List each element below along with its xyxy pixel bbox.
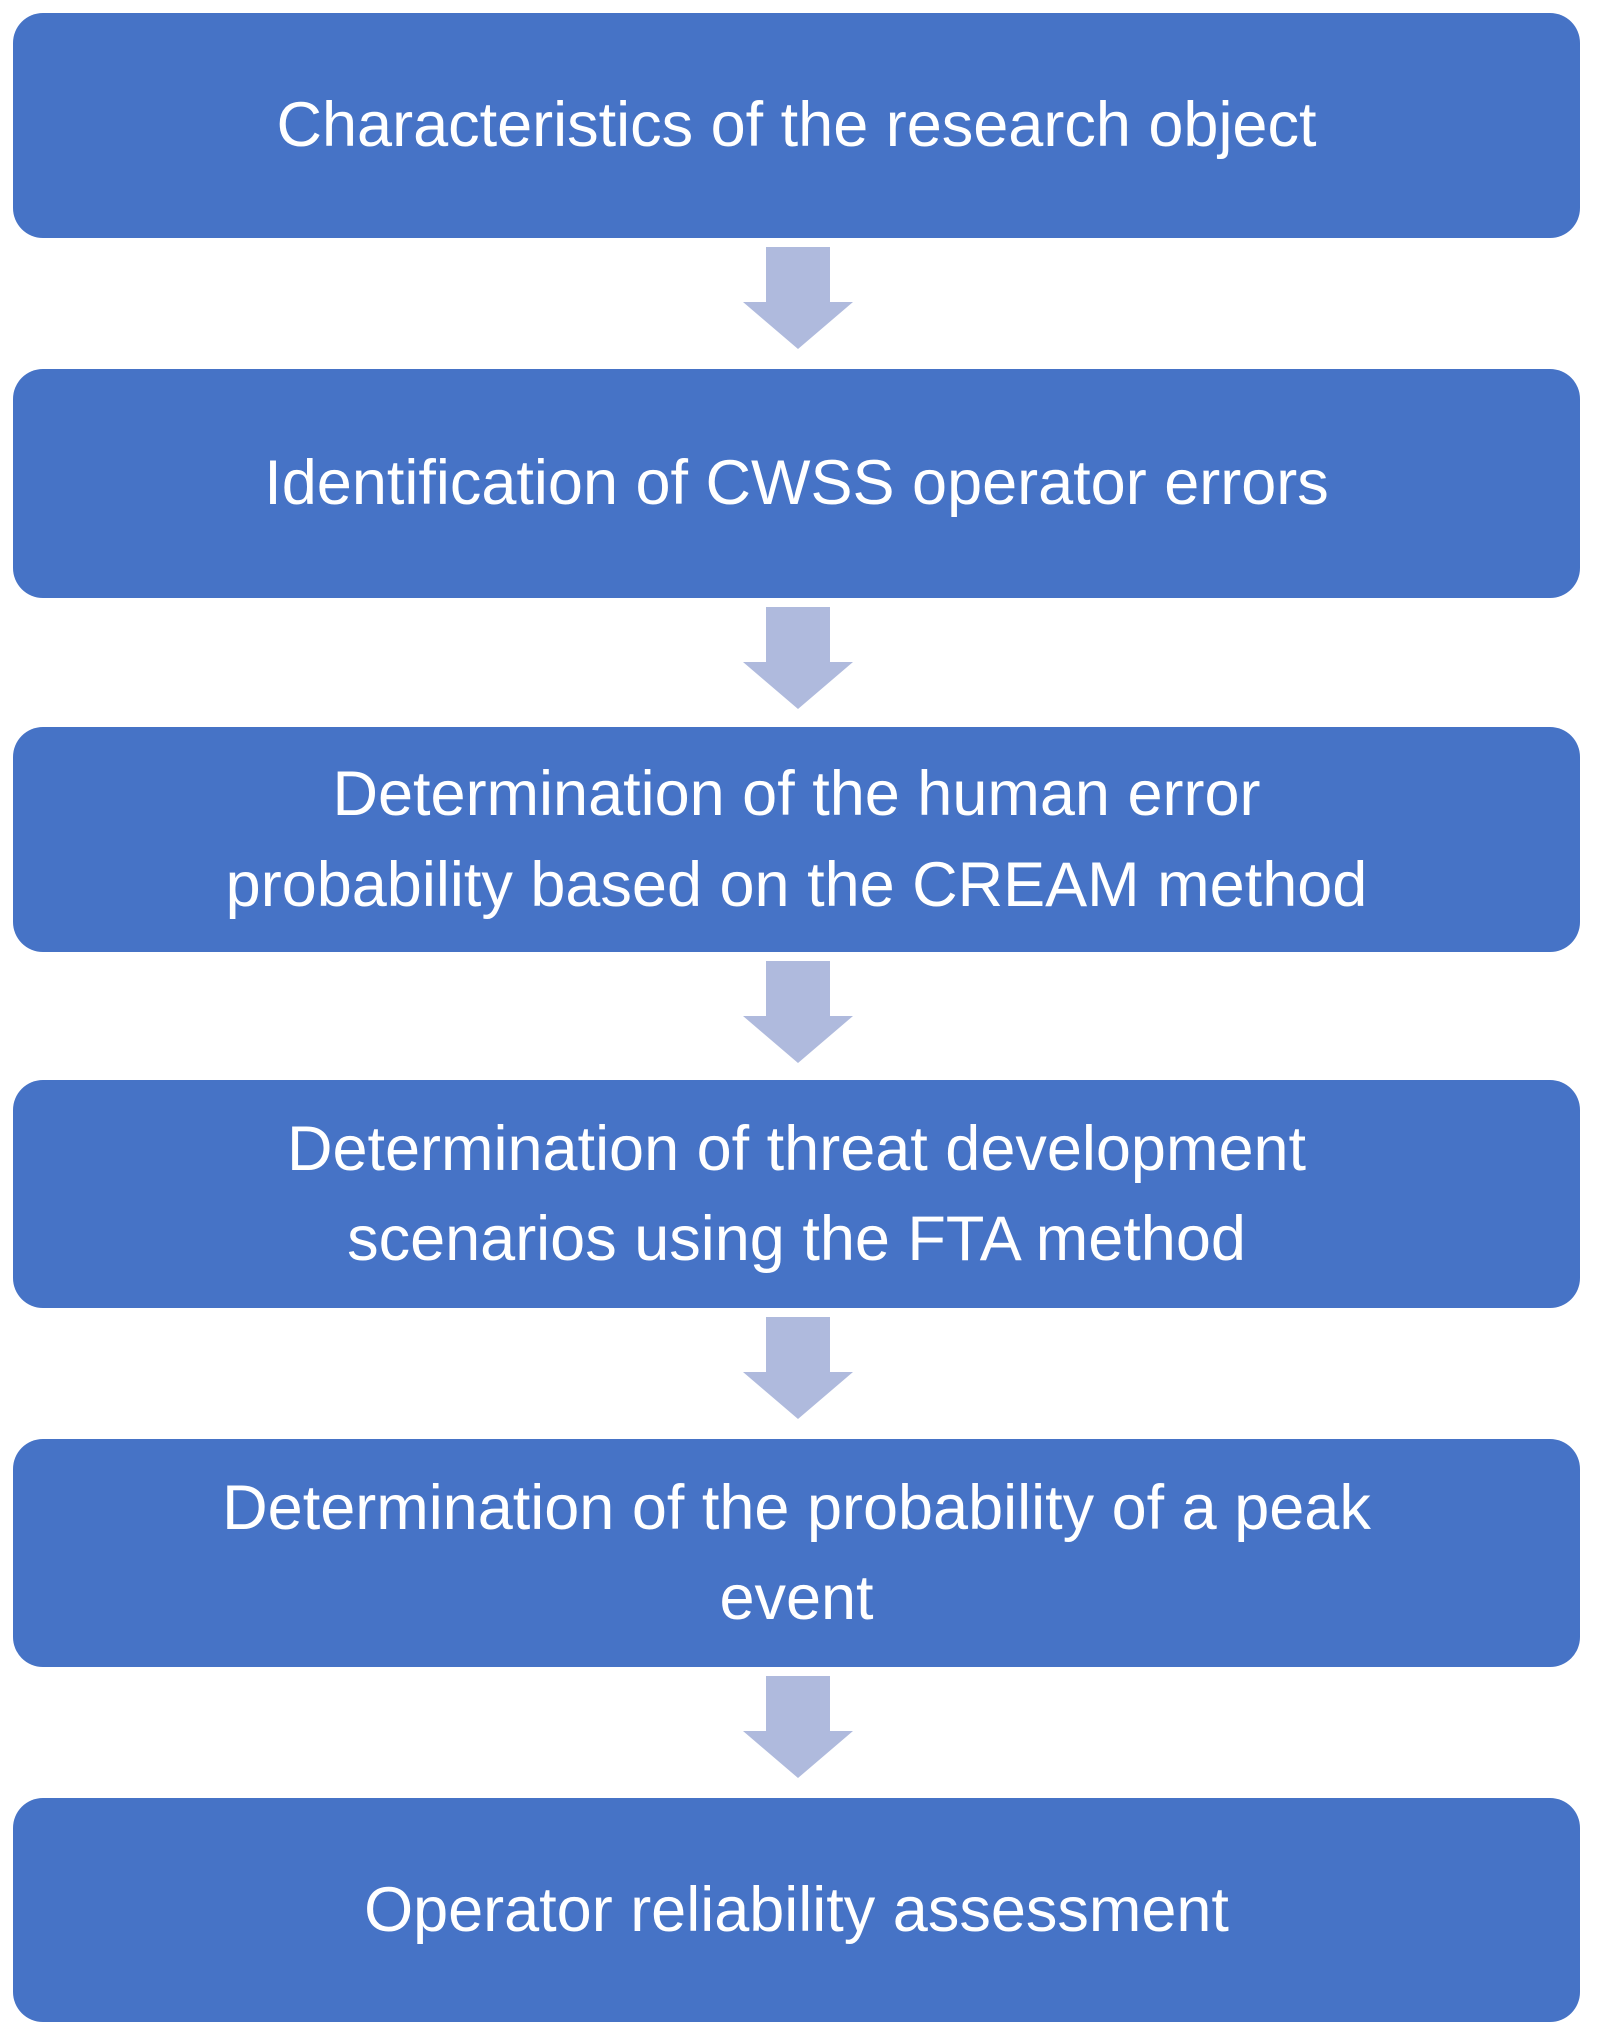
down-arrow-icon (743, 961, 853, 1063)
flow-step-4: Determination of threat development scen… (13, 1080, 1580, 1308)
flow-step-3-label: Determination of the human error probabi… (225, 759, 1368, 920)
flow-step-4-label: Determination of threat development scen… (286, 1113, 1307, 1274)
down-arrow-icon (743, 247, 853, 349)
down-arrow-icon (743, 1317, 853, 1419)
flow-step-1-label: Characteristics of the research object (276, 90, 1317, 161)
flow-step-6: Operator reliability assessment (13, 1798, 1580, 2022)
flow-step-1: Characteristics of the research object (13, 13, 1580, 238)
flow-step-2-label: Identification of CWSS operator errors (264, 448, 1329, 519)
down-arrow-icon (743, 607, 853, 709)
flow-step-3: Determination of the human error probabi… (13, 727, 1580, 952)
flow-step-5-label: Determination of the probability of a pe… (222, 1472, 1371, 1633)
flow-step-2: Identification of CWSS operator errors (13, 369, 1580, 598)
flow-step-6-label: Operator reliability assessment (364, 1874, 1229, 1945)
flow-step-5: Determination of the probability of a pe… (13, 1439, 1580, 1667)
down-arrow-icon (743, 1676, 853, 1778)
